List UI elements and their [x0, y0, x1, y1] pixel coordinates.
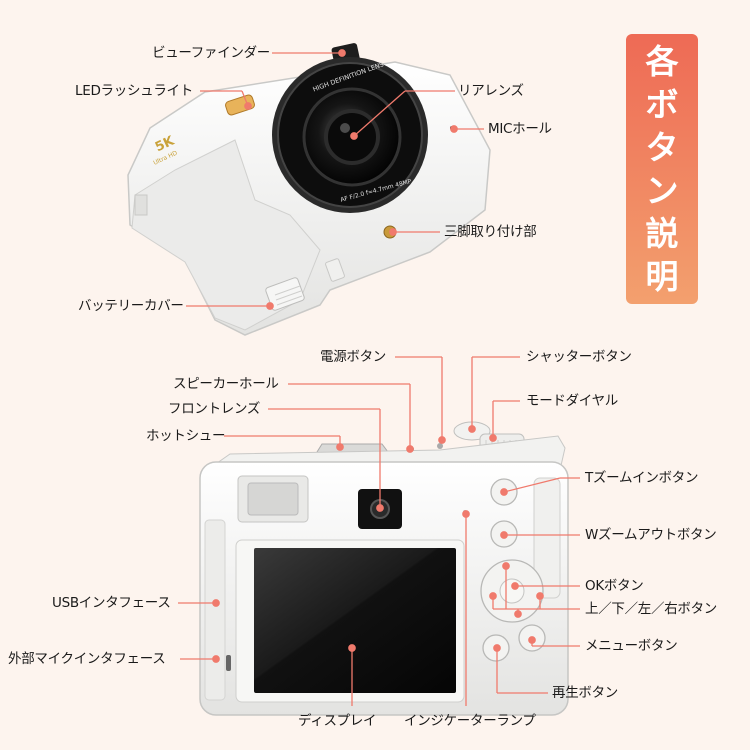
camera-top-view: 5K Ultra HD HIGH DEFINITION LENS AF F/2.… — [127, 43, 491, 336]
display — [254, 548, 456, 693]
ok-button[interactable] — [499, 578, 525, 604]
label-display: ディスプレイ — [298, 713, 377, 729]
power-button — [437, 443, 443, 449]
label-battery-cover: バッテリーカバー — [78, 298, 184, 314]
label-tripod-mount: 三脚取り付け部 — [444, 224, 537, 240]
led-flash — [225, 94, 255, 116]
label-shutter-button: シャッターボタン — [526, 349, 632, 365]
rear-lens: HIGH DEFINITION LENS AF F/2.0 f=4.7mm 48… — [272, 57, 428, 213]
camera-back-view — [199, 421, 569, 716]
title-char: ン — [645, 171, 679, 210]
title-char: タ — [645, 128, 679, 167]
label-power-button: 電源ボタン — [320, 349, 386, 365]
label-viewfinder: ビューファインダー — [152, 45, 270, 61]
label-external-mic: 外部マイクインタフェース — [8, 651, 166, 667]
label-indicator-lamp: インジケーターランプ — [404, 713, 536, 729]
battery-cover — [265, 277, 305, 311]
label-t-zoom-in: Tズームインボタン — [585, 470, 699, 486]
title-char: 各 — [645, 42, 679, 81]
label-direction-buttons: 上／下／左／右ボタン — [585, 601, 717, 617]
label-mic-hole: MICホール — [488, 121, 552, 137]
title-char: ボ — [645, 85, 679, 124]
title-char: 明 — [645, 257, 679, 296]
label-led-flash: LEDラッシュライト — [75, 83, 193, 99]
label-menu-button: メニューボタン — [585, 638, 678, 654]
label-speaker-hole: スピーカーホール — [173, 376, 279, 392]
label-front-lens: フロントレンズ — [168, 401, 261, 417]
label-ok-button: OKボタン — [585, 578, 644, 594]
label-usb-interface: USBインタフェース — [52, 595, 171, 611]
label-w-zoom-out: Wズームアウトボタン — [585, 527, 717, 543]
title-badge: 各 ボ タ ン 説 明 — [626, 34, 698, 304]
label-mode-dial: モードダイヤル — [526, 393, 618, 409]
title-char: 説 — [645, 214, 679, 253]
label-playback-button: 再生ボタン — [552, 685, 618, 701]
label-hot-shoe: ホットシュー — [146, 428, 226, 444]
label-rear-lens: リアレンズ — [458, 83, 524, 99]
